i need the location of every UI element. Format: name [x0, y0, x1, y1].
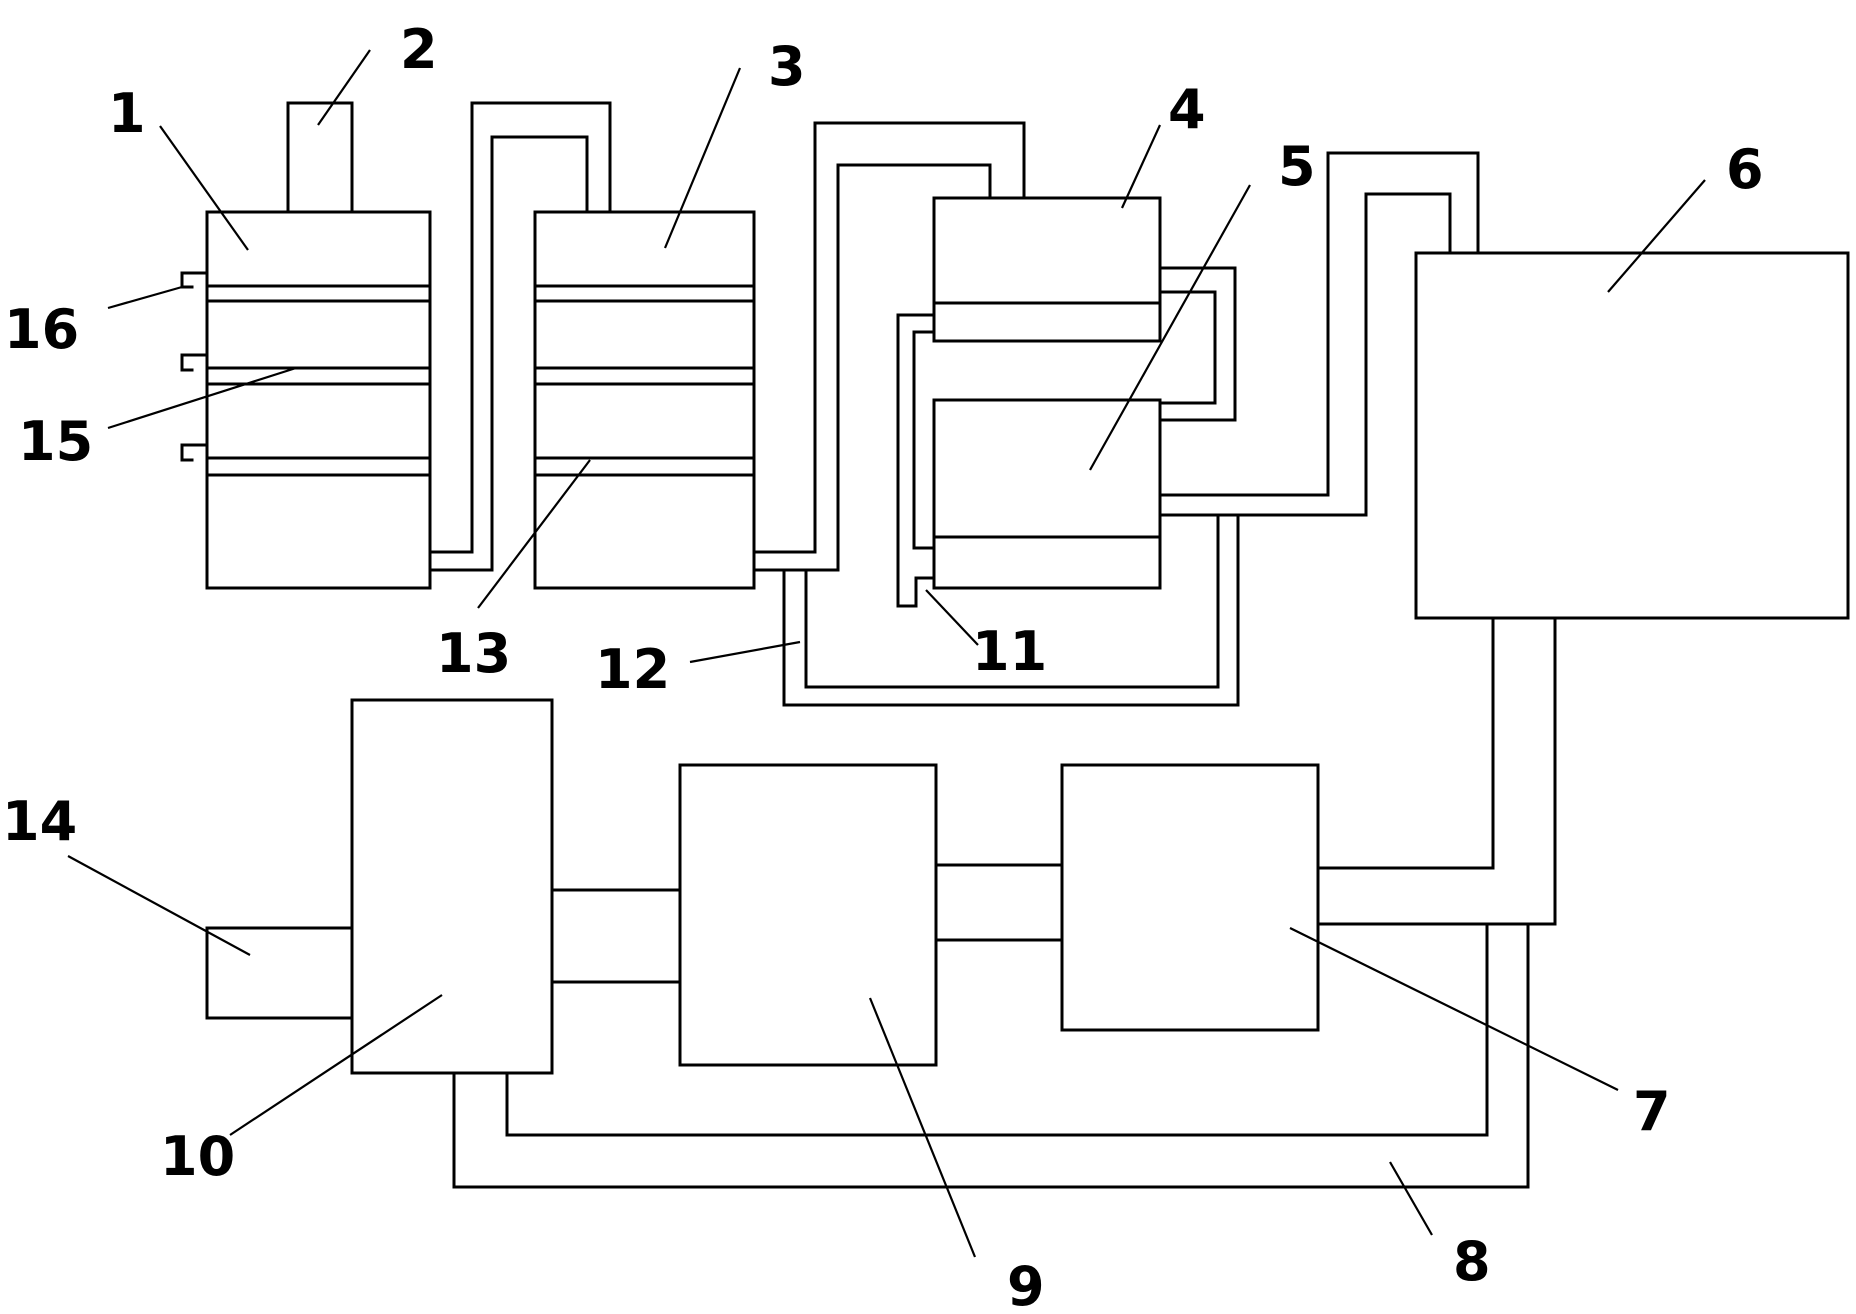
tank-3	[533, 210, 756, 590]
box-9	[678, 763, 938, 1067]
unit-4	[932, 196, 1162, 343]
tank-1	[205, 210, 432, 590]
label-5: 5	[1278, 135, 1316, 198]
label-8: 8	[1453, 1230, 1491, 1293]
box-10	[350, 698, 554, 1075]
side-hooks-16	[180, 271, 209, 462]
label-1: 1	[108, 82, 146, 145]
label-15: 15	[18, 410, 93, 473]
box-7	[1060, 763, 1320, 1032]
label-7: 7	[1633, 1080, 1671, 1143]
label-4: 4	[1168, 78, 1206, 141]
label-12: 12	[595, 638, 670, 701]
label-16: 16	[4, 298, 79, 361]
connecting-pipes	[205, 101, 1557, 1189]
reference-numerals: 1 2 3 4 5 6 7 8 9 10 11 12 13 14 15 16	[2, 18, 1764, 1314]
label-3: 3	[768, 35, 806, 98]
label-14: 14	[2, 790, 77, 853]
label-11: 11	[972, 620, 1047, 683]
label-6: 6	[1726, 138, 1764, 201]
unit-5	[932, 398, 1162, 590]
box-6	[1414, 251, 1850, 620]
label-9: 9	[1007, 1255, 1045, 1314]
label-13: 13	[436, 622, 511, 685]
label-2: 2	[400, 18, 438, 81]
label-10: 10	[160, 1125, 235, 1188]
leader-lines	[67, 49, 1706, 1258]
